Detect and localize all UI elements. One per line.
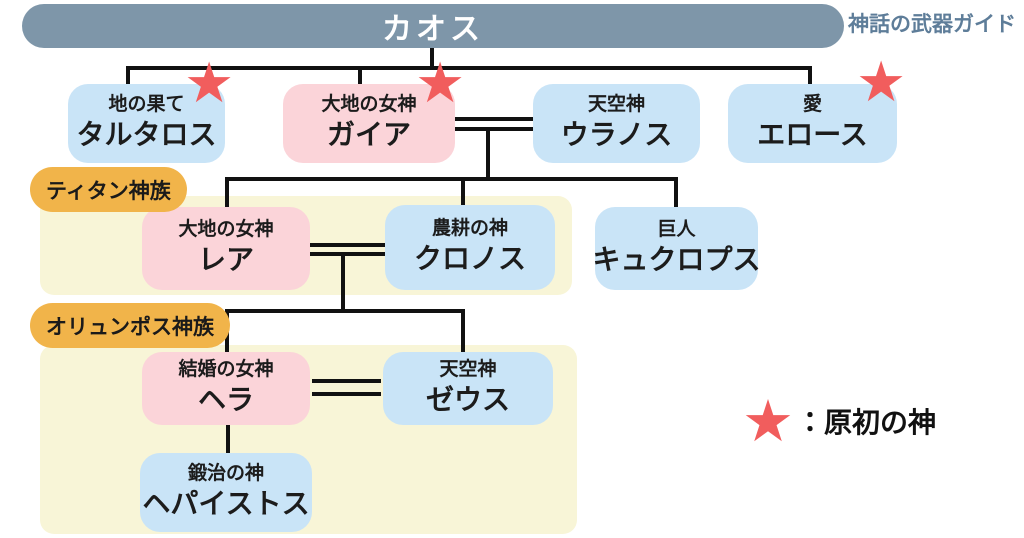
marriage-gaia-uranos-bottom [455, 127, 533, 131]
line-to-gaia [358, 66, 362, 88]
node-zeus-title: 天空神 [439, 359, 497, 381]
node-tartaros-title: 地の果て [108, 94, 185, 116]
node-rhea: 大地の女神 レア [142, 207, 310, 290]
node-rhea-title: 大地の女神 [178, 219, 274, 241]
primordial-star-icon: ★ [415, 51, 466, 116]
legend-label: ：原初の神 [796, 407, 937, 438]
node-rhea-name: レア [197, 244, 254, 276]
line-gen3-horizontal [225, 177, 678, 181]
node-uranos-name: ウラノス [560, 119, 673, 151]
titan-group-badge: ティタン神族 [30, 167, 187, 212]
node-eros-title: 愛 [802, 94, 822, 116]
node-hera-title: 結婚の女神 [178, 359, 274, 381]
node-zeus-name: ゼウス [425, 384, 510, 416]
line-hera-to-hephaistos [226, 425, 230, 454]
line-marriage1-down [486, 127, 490, 181]
node-hephaistos-title: 鍛治の神 [187, 463, 264, 485]
line-to-zeus [461, 309, 465, 354]
line-to-rhea [225, 177, 229, 210]
site-title: 神話の武器ガイド [848, 13, 1016, 36]
node-hera: 結婚の女神 ヘラ [142, 352, 310, 425]
node-cyclops-name: キュクロプス [592, 244, 761, 276]
node-kronos-name: クロノス [413, 243, 526, 275]
node-hephaistos: 鍛治の神 ヘパイストス [140, 453, 312, 532]
primordial-star-icon: ★ [184, 51, 235, 116]
line-marriage2-down [341, 252, 345, 311]
line-to-tartaros [126, 66, 130, 88]
node-kronos-title: 農耕の神 [431, 218, 508, 240]
node-cyclops: 巨人 キュクロプス [592, 207, 761, 290]
node-uranos: 天空神 ウラノス [533, 84, 700, 163]
node-tartaros: 地の果て タルタロス [68, 84, 225, 163]
node-gaia: 大地の女神 ガイア [283, 84, 455, 163]
line-chaos-down [430, 46, 434, 70]
marriage-gaia-uranos-top [455, 117, 533, 121]
primordial-star-icon: ★ [856, 50, 907, 115]
node-tartaros-name: タルタロス [76, 119, 217, 151]
line-to-kronos [461, 177, 465, 208]
line-to-cyclops [674, 177, 678, 210]
marriage-rhea-kronos-top [310, 243, 385, 247]
node-gaia-name: ガイア [326, 119, 411, 151]
line-to-eros [808, 66, 812, 88]
marriage-rhea-kronos-bottom [310, 252, 385, 256]
legend-star-icon: ★ [742, 387, 794, 455]
node-uranos-title: 天空神 [587, 94, 645, 116]
node-hera-name: ヘラ [197, 384, 254, 416]
olympus-group-badge: オリュンポス神族 [30, 303, 230, 348]
legend: ★ ：原初の神 [742, 392, 936, 450]
node-eros-name: エロース [757, 119, 868, 151]
node-hephaistos-name: ヘパイストス [142, 488, 310, 520]
chaos-banner: カオス [22, 4, 844, 48]
node-eros: 愛 エロース [728, 84, 897, 163]
chaos-banner-label: カオス [382, 13, 484, 46]
marriage-hera-zeus-top [312, 379, 381, 383]
node-kronos: 農耕の神 クロノス [385, 205, 555, 290]
node-cyclops-title: 巨人 [657, 219, 696, 241]
node-gaia-title: 大地の女神 [321, 94, 417, 116]
line-gen4-horizontal [225, 309, 465, 313]
node-zeus: 天空神 ゼウス [383, 352, 553, 425]
line-gen2-horizontal [126, 66, 812, 70]
marriage-hera-zeus-bottom [312, 392, 381, 396]
